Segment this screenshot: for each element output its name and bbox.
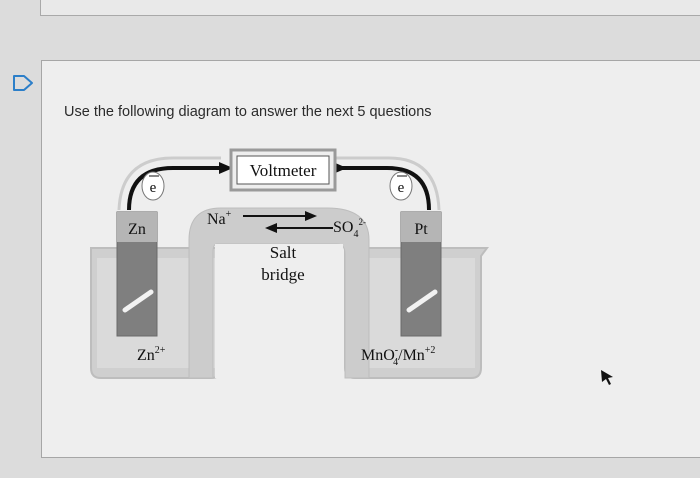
- salt-bridge-label-line2: bridge: [261, 265, 304, 284]
- cation-label: Na+: [207, 209, 232, 228]
- left-electron-wire: [127, 166, 221, 211]
- left-electron-label: e: [150, 180, 157, 196]
- flag-icon[interactable]: [11, 73, 35, 93]
- galvanic-cell-diagram: Voltmeter e e Zn Pt Na+ SO42- Salt bridg…: [83, 140, 513, 395]
- anode-label: Zn: [128, 221, 146, 238]
- cursor-arrow-icon: [599, 368, 615, 386]
- right-solution-label: MnO-4/Mn+2: [361, 345, 435, 368]
- voltmeter-label: Voltmeter: [250, 161, 317, 180]
- left-solution-label: Zn2+: [137, 345, 166, 364]
- right-electron-label: e: [398, 180, 405, 196]
- question-prompt: Use the following diagram to answer the …: [64, 104, 432, 120]
- right-electron-wire: [333, 166, 431, 211]
- previous-question-panel: [40, 0, 700, 16]
- salt-bridge: [188, 207, 370, 379]
- cathode-label: Pt: [414, 221, 428, 238]
- anion-label: SO42-: [333, 217, 366, 240]
- salt-bridge-label-line1: Salt: [270, 243, 297, 262]
